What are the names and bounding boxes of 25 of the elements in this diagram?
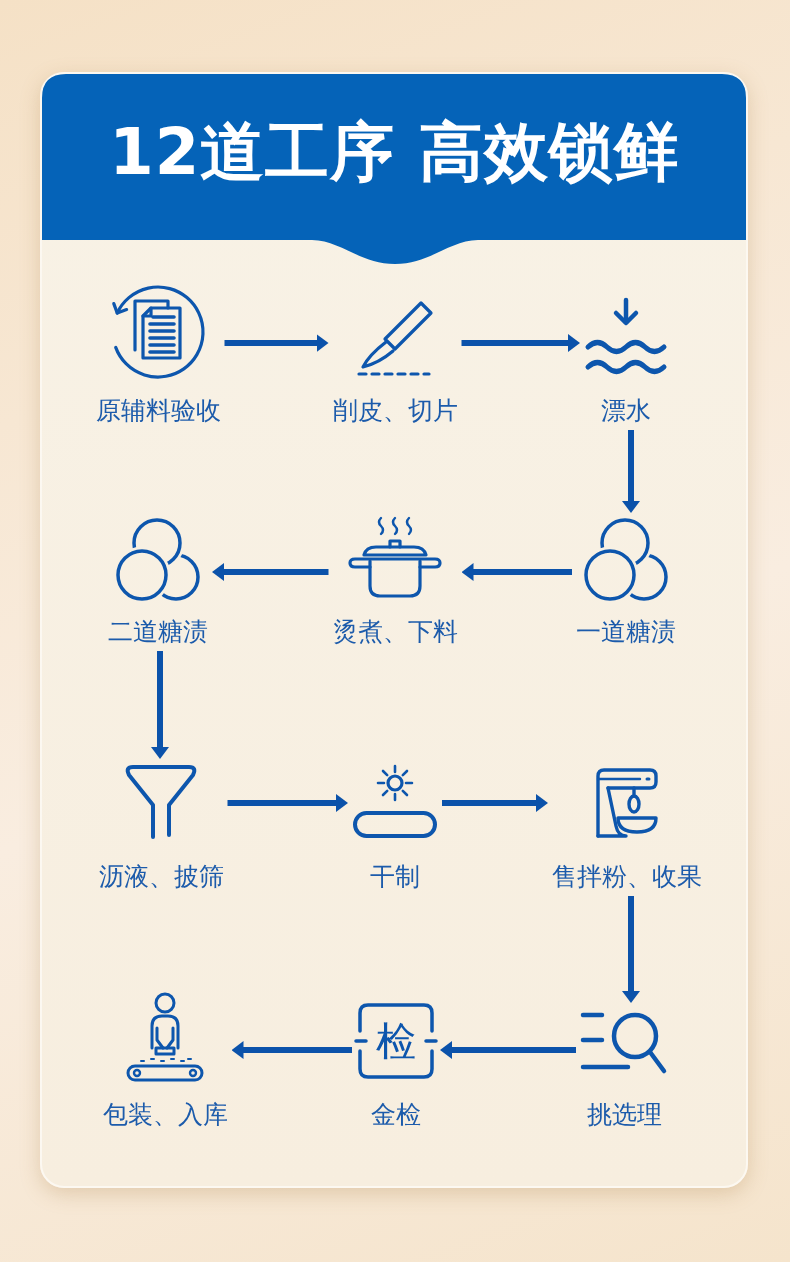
arrow <box>224 334 329 352</box>
step-label: 干制 <box>370 862 420 892</box>
arrow <box>622 896 640 1003</box>
arrow <box>212 563 329 581</box>
arrow <box>231 1041 352 1059</box>
arrow <box>461 334 580 352</box>
title: 12道工序 高效锁鲜 <box>109 114 679 191</box>
icon-character: 检 <box>376 1019 416 1063</box>
step-label: 包装、入库 <box>102 1100 228 1130</box>
step-label: 挑选理 <box>586 1100 662 1130</box>
step-label: 金检 <box>371 1100 421 1130</box>
arrow <box>227 794 348 812</box>
step-label: 原辅料验收 <box>95 396 221 426</box>
arrow <box>442 794 548 812</box>
step-label: 漂水 <box>601 396 651 426</box>
step-label: 削皮、切片 <box>332 396 458 426</box>
step-label: 烫煮、下料 <box>332 617 458 647</box>
arrow <box>461 563 572 581</box>
arrow <box>622 430 640 513</box>
step-label: 售拌粉、收果 <box>552 862 702 892</box>
arrow <box>440 1041 576 1059</box>
step-label: 沥液、披筛 <box>98 862 224 892</box>
step-label: 二道糖渍 <box>108 617 208 647</box>
arrow <box>151 651 169 759</box>
step-label: 一道糖渍 <box>576 617 676 647</box>
